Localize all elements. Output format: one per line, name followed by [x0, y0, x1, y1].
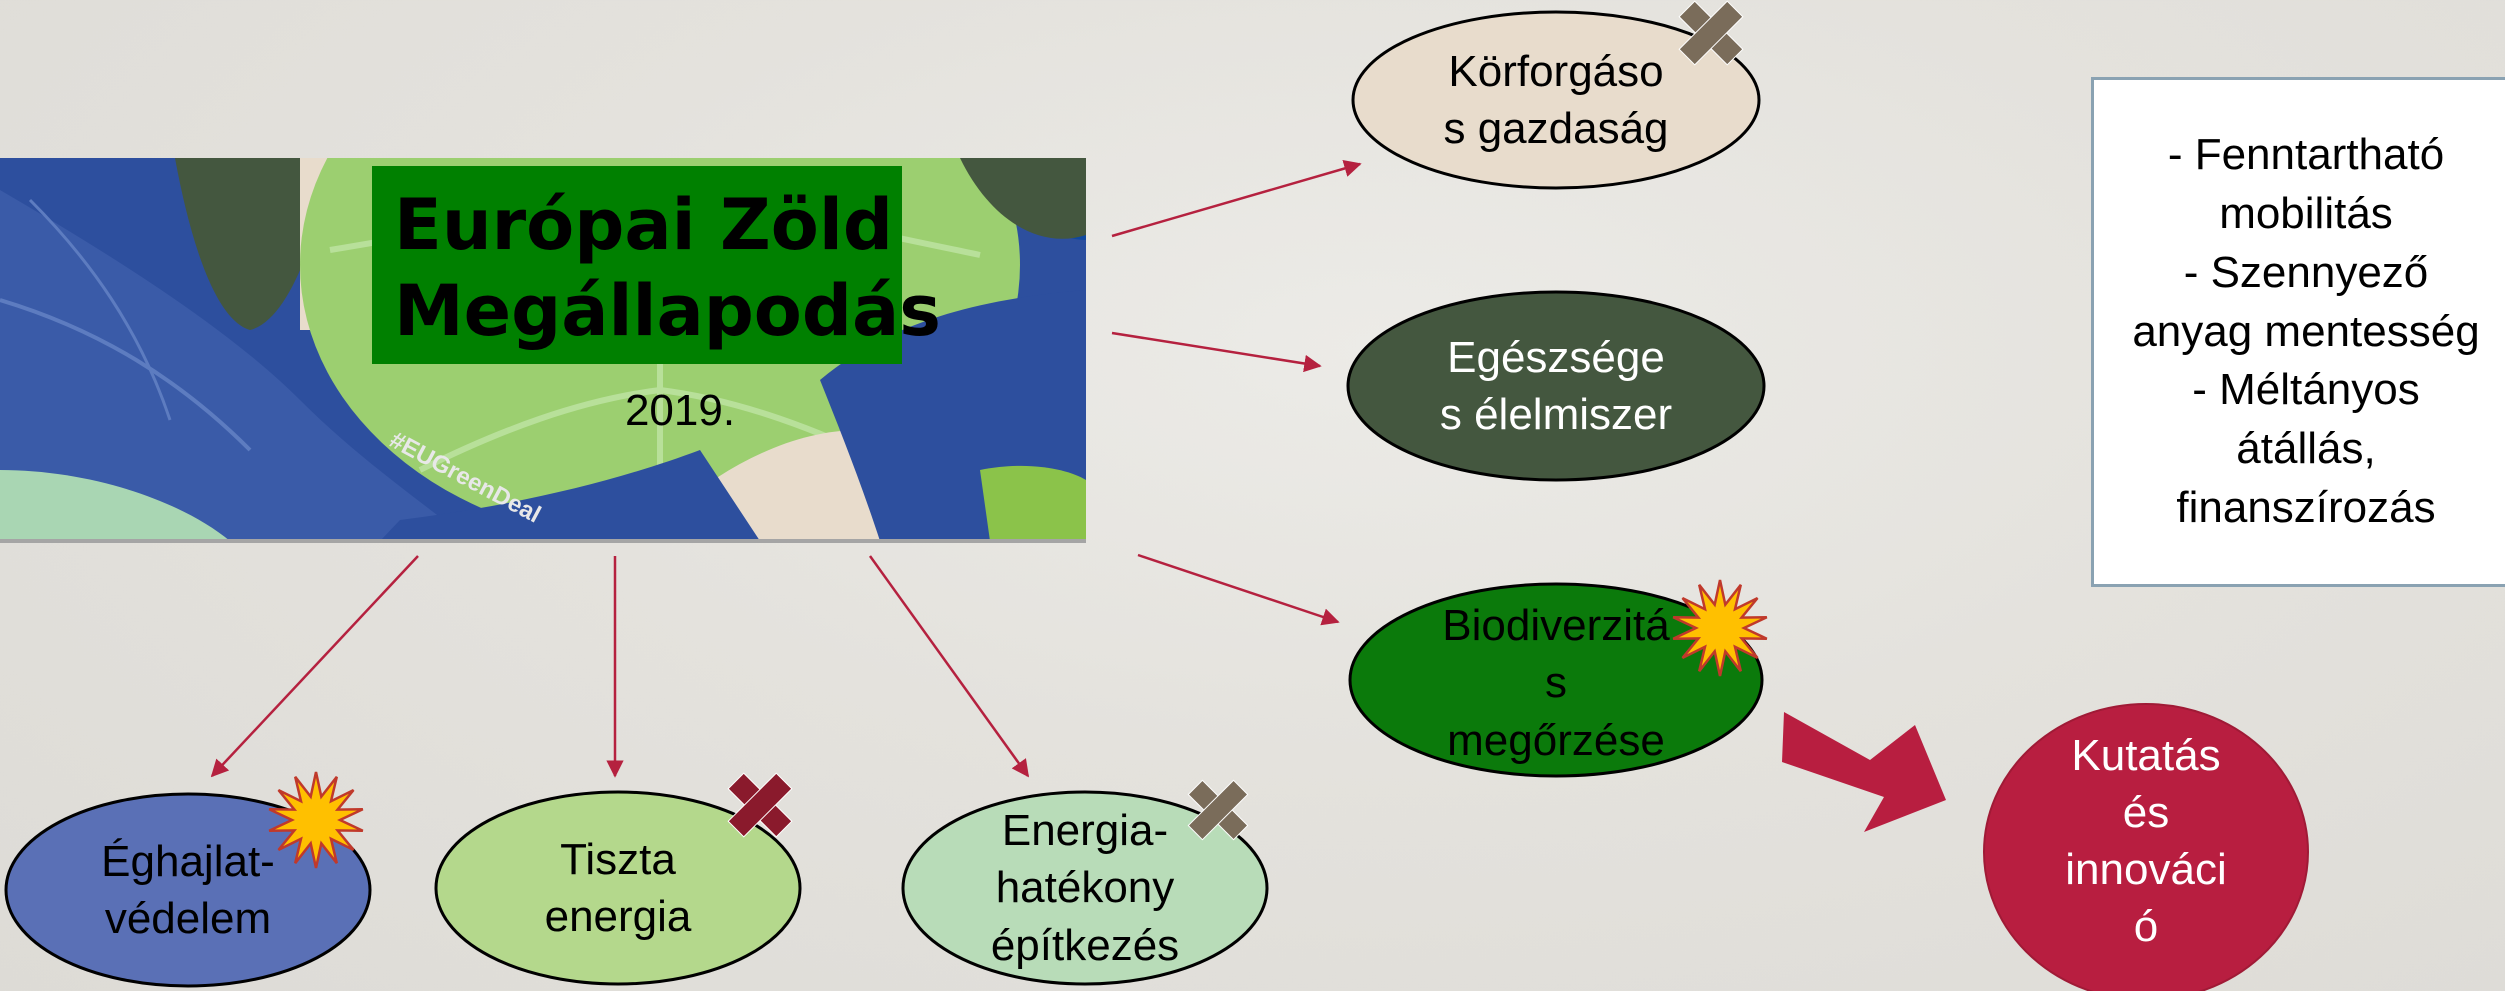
arrow-to-circular: [1111, 159, 1362, 238]
arrow-to-climate: [210, 555, 419, 778]
arrow-to-food: [1111, 331, 1322, 373]
node-innovation-shape: [1983, 703, 2309, 991]
node-innovation-label: Kutatás és innováci ó: [2065, 730, 2227, 952]
node-circular-label: Körforgáso s gazdaság: [1443, 46, 1669, 153]
node-climate-label: Éghajlat- védelem: [101, 836, 275, 943]
banner-divider: [0, 539, 1086, 543]
cross-icon: [1678, 0, 1744, 66]
info-box: - Fenntartható mobilitás - Szennyező any…: [2091, 77, 2505, 587]
banner-title: Európai Zöld Megállapodás: [372, 166, 941, 364]
arrow-to-efficient-building: [868, 555, 1030, 778]
burst-icon: [268, 771, 364, 869]
node-efficient-building-label: Energia- hatékony építkezés: [990, 806, 1180, 970]
node-biodiversity-shape: [1348, 582, 1764, 778]
node-food-label: Egészsége s élelmiszer: [1439, 332, 1673, 439]
node-efficient-building-shape: [901, 790, 1269, 986]
node-food-shape: [1346, 290, 1766, 482]
arrow-to-innovation: [1782, 712, 1946, 832]
cross-icon: [727, 772, 793, 838]
burst-icon: [1672, 579, 1768, 677]
node-circular-shape: [1351, 10, 1761, 190]
node-clean-energy-shape: [434, 790, 802, 986]
banner-year: 2019.: [624, 386, 736, 435]
burst-shape: [268, 771, 364, 869]
cross-icon: [1187, 779, 1249, 841]
burst-shape: [1672, 579, 1768, 677]
arrow-to-biodiversity: [1137, 553, 1340, 626]
node-clean-energy-label: Tiszta energia: [544, 834, 692, 941]
node-climate-shape: [4, 792, 372, 988]
node-biodiversity-label: Biodiverzitá s megőrzése: [1442, 601, 1670, 765]
